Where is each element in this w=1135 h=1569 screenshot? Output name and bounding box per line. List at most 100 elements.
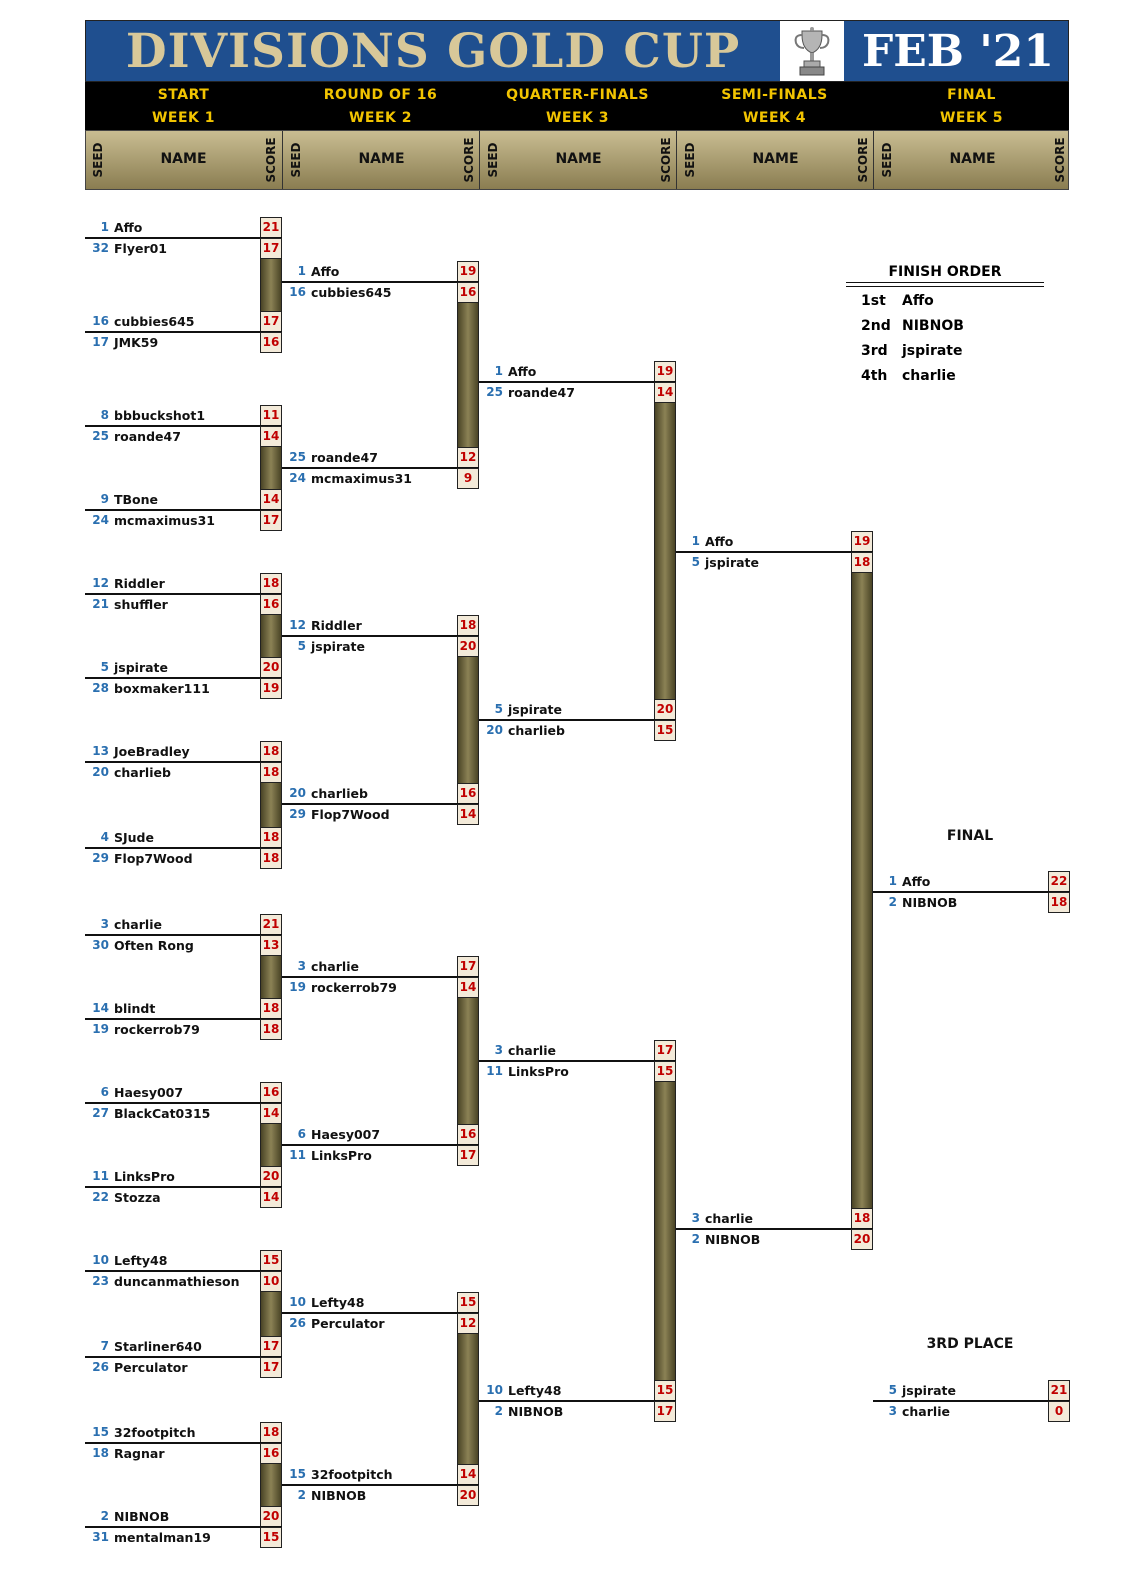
round-week: WEEK 1 [151,110,216,126]
player-name: Riddler [114,576,165,591]
player-seed: 29 [289,807,306,821]
player-score: 17 [457,1145,479,1166]
round-week: WEEK 4 [742,110,807,126]
finish-place: 3rd [861,343,888,359]
player-score: 16 [457,783,479,804]
round-name: QUARTER-FINALS [506,87,649,103]
seed-header-text: SEED [289,142,303,178]
third-place-label: 3RD PLACE [926,1336,1014,1352]
player-score: 18 [260,741,282,762]
player-seed: 11 [486,1064,503,1078]
round-week: WEEK 3 [545,110,610,126]
player-score: 14 [457,804,479,825]
player-name: charlieb [311,786,368,801]
player-score: 16 [457,282,479,303]
player-name: charlie [311,959,359,974]
player-score: 18 [260,998,282,1019]
bracket-line [479,381,676,383]
player-seed: 3 [888,1404,897,1418]
player-score: 22 [1048,871,1070,892]
player-name: Affo [705,534,734,549]
player-name: rockerrob79 [114,1022,200,1037]
finish-name: charlie [902,368,956,384]
player-name: Flop7Wood [114,851,193,866]
finish-order-divider [846,282,1044,287]
player-seed: 20 [486,723,503,737]
round-quarter-finals: QUARTER-FINALS WEEK 3 [479,84,676,130]
bracket-connector [260,783,282,827]
player-score: 14 [260,1187,282,1208]
player-seed: 13 [92,744,109,758]
name-header: NAME [555,151,602,167]
round-name: FINAL [947,87,996,103]
bracket-line [479,719,676,721]
round-week: WEEK 2 [348,110,413,126]
player-seed: 2 [494,1404,503,1418]
player-name: JoeBradley [114,744,190,759]
player-score: 9 [457,468,479,489]
finish-place: 2nd [861,318,891,334]
player-seed: 24 [289,471,306,485]
player-seed: 25 [289,450,306,464]
round-name: ROUND OF 16 [323,87,438,103]
player-seed: 10 [289,1295,306,1309]
bracket-line [85,934,282,936]
player-score: 20 [851,1229,873,1250]
bracket-connector [260,259,282,311]
player-name: roande47 [114,429,181,444]
player-seed: 1 [691,534,700,548]
player-name: SJude [114,830,154,845]
player-score: 18 [260,762,282,783]
bracket-line [85,847,282,849]
player-name: roande47 [311,450,378,465]
player-score: 20 [457,636,479,657]
date-label: FEB '21 [862,26,1054,77]
player-name: cubbies645 [114,314,195,329]
player-seed: 26 [92,1360,109,1374]
finish-order-title: FINISH ORDER [888,264,1002,280]
player-name: rockerrob79 [311,980,397,995]
player-seed: 5 [888,1383,897,1397]
player-name: Flyer01 [114,241,168,256]
score-header: SCORE [852,131,874,189]
player-score: 17 [260,1336,282,1357]
player-seed: 1 [494,364,503,378]
player-score: 16 [260,332,282,353]
title-banner: DIVISIONS GOLD CUP FEB '21 [85,20,1069,82]
player-seed: 11 [289,1148,306,1162]
player-seed: 15 [92,1425,109,1439]
player-name: Affo [902,874,931,889]
player-name: NIBNOB [705,1232,761,1247]
player-seed: 16 [92,314,109,328]
bracket-line [85,425,282,427]
finish-place: 4th [861,368,888,384]
score-header: SCORE [458,131,480,189]
seed-header: SEED [87,131,109,189]
player-score: 18 [260,848,282,869]
player-score: 16 [457,1124,479,1145]
player-score: 18 [1048,892,1070,913]
player-score: 15 [654,1380,676,1401]
score-header-text: SCORE [1053,137,1067,183]
